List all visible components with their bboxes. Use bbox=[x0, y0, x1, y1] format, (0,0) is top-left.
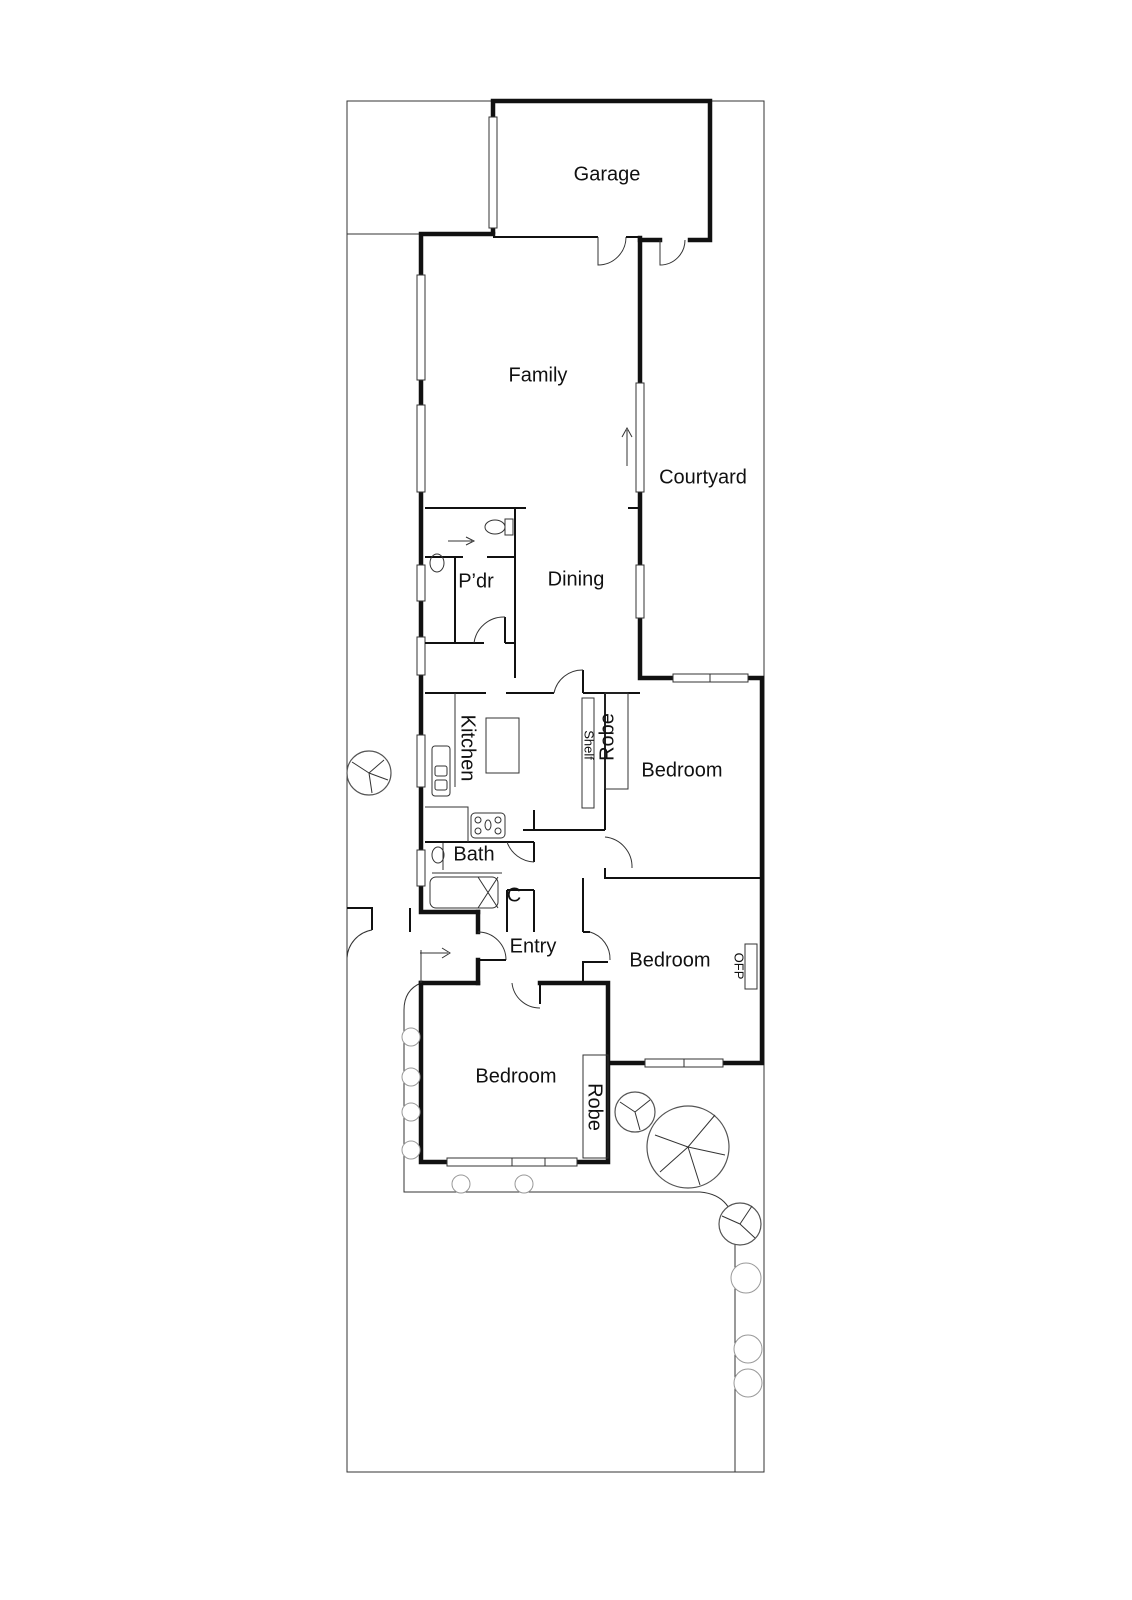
toilet-icon bbox=[431, 846, 445, 864]
label-dining: Dining bbox=[548, 568, 605, 590]
sink-icon bbox=[431, 745, 451, 797]
door-swing-icon bbox=[589, 931, 611, 961]
robe-2 bbox=[582, 1054, 609, 1159]
garage-walls bbox=[488, 98, 713, 266]
shrub-icon bbox=[401, 1102, 421, 1122]
shrub-icon bbox=[401, 1067, 421, 1087]
shrub-icon bbox=[401, 1140, 421, 1160]
cooktop-icon bbox=[470, 812, 506, 839]
door-swing-icon bbox=[511, 982, 541, 1009]
label-bedroom-2: Bedroom bbox=[629, 949, 710, 971]
arrow-icon bbox=[420, 947, 451, 959]
interior-walls bbox=[346, 426, 762, 1009]
door-swing-icon bbox=[553, 669, 584, 694]
bathtub-icon bbox=[429, 876, 499, 909]
door-swing-icon bbox=[604, 836, 633, 869]
door-swing-icon bbox=[597, 236, 627, 266]
tree-icon bbox=[730, 1262, 762, 1294]
fixtures bbox=[425, 518, 758, 1159]
label-bath: Bath bbox=[453, 843, 494, 865]
lot-boundary bbox=[346, 100, 765, 1473]
door-swing-icon bbox=[506, 841, 535, 863]
label-powder: P’dr bbox=[458, 570, 494, 592]
label-courtyard: Courtyard bbox=[659, 466, 747, 488]
kitchen-island bbox=[485, 717, 520, 774]
toilet-icon bbox=[484, 519, 506, 535]
arrow-icon bbox=[448, 536, 476, 546]
shrub-icon bbox=[514, 1174, 534, 1194]
door-swing-icon bbox=[477, 931, 507, 961]
ofp-fireplace bbox=[744, 943, 758, 990]
tree-icon bbox=[733, 1334, 763, 1364]
label-robe-1: Robe bbox=[596, 713, 618, 761]
toilet-icon bbox=[429, 553, 445, 573]
label-bedroom-3: Bedroom bbox=[475, 1065, 556, 1087]
tree-icon bbox=[733, 1368, 763, 1398]
label-family: Family bbox=[509, 364, 568, 386]
shrub-icon bbox=[451, 1174, 471, 1194]
label-garage: Garage bbox=[574, 163, 641, 185]
label-robe-2: Robe bbox=[584, 1083, 606, 1131]
label-entry: Entry bbox=[510, 935, 557, 957]
shrub-icon bbox=[401, 1027, 421, 1047]
door-swing-icon bbox=[473, 616, 506, 644]
label-bedroom-1: Bedroom bbox=[641, 759, 722, 781]
landscaping bbox=[346, 750, 763, 1398]
robe-1 bbox=[604, 692, 629, 790]
label-shelf: Shelf bbox=[582, 730, 597, 760]
room-labels: Garage Family Courtyard P’dr Dining Kitc… bbox=[453, 163, 746, 1131]
label-cupboard: C bbox=[507, 884, 521, 906]
window-icon bbox=[488, 116, 498, 229]
shelf bbox=[581, 697, 595, 809]
label-ofp: OFP bbox=[732, 953, 747, 980]
arrow-icon bbox=[621, 426, 633, 466]
garden-edge bbox=[403, 982, 736, 1472]
exterior-walls bbox=[416, 231, 765, 1167]
door-swing-icon bbox=[659, 239, 686, 266]
label-kitchen: Kitchen bbox=[457, 715, 479, 782]
